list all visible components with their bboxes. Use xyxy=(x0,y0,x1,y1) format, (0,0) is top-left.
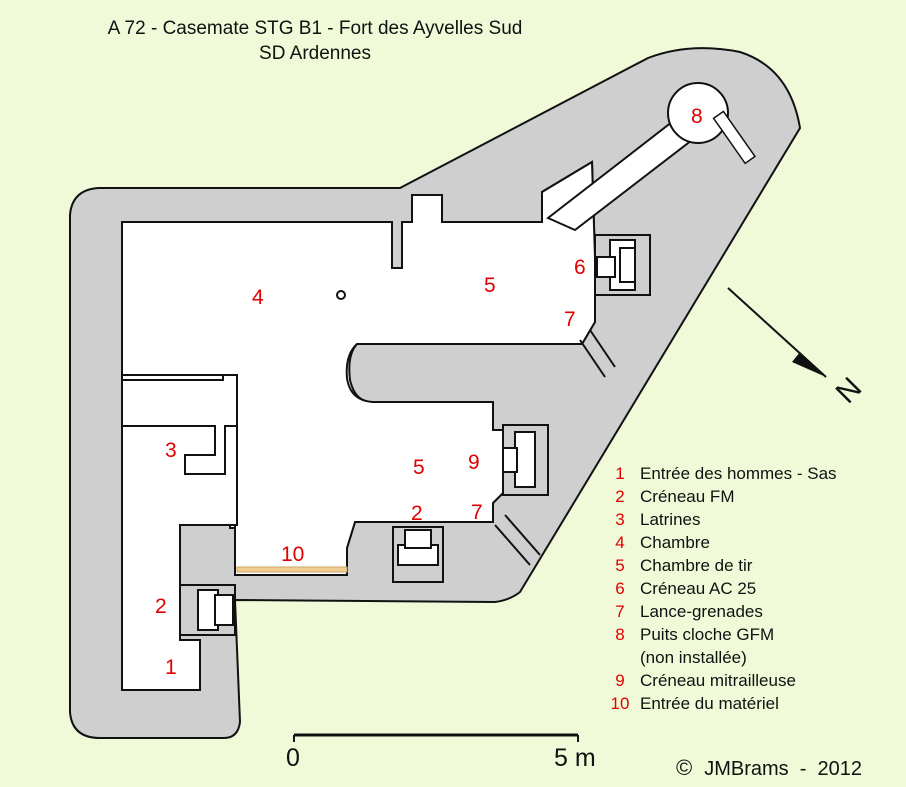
legend-label: Chambre xyxy=(640,532,710,552)
legend-number: 6 xyxy=(615,579,625,599)
bell-pit xyxy=(667,82,729,144)
pillar xyxy=(336,290,346,300)
plan-label-9: 9 xyxy=(468,451,480,474)
plan-label-2-left: 2 xyxy=(155,595,167,618)
copyright: © JMBrams - 2012 xyxy=(676,755,862,781)
legend-item: 4 Chambre xyxy=(600,531,837,554)
legend-item: 10 Entrée du matériel xyxy=(600,693,837,716)
legend-item: 2 Créneau FM xyxy=(600,485,837,508)
legend-item: 7 Lance-grenades xyxy=(600,601,837,624)
plan-label-8: 8 xyxy=(691,105,703,128)
legend-label: Lance-grenades xyxy=(640,602,763,622)
title-line-2: SD Ardennes xyxy=(259,43,371,64)
legend-number: 2 xyxy=(615,486,625,506)
legend-item: (non installée) xyxy=(600,647,837,670)
plan-label-2-right: 2 xyxy=(411,502,423,525)
north-arrow xyxy=(727,287,827,378)
title-line-1: A 72 - Casemate STG B1 - Fort des Ayvell… xyxy=(107,18,523,39)
plan-label-10: 10 xyxy=(281,543,304,566)
plan-title: A 72 - Casemate STG B1 - Fort des Ayvell… xyxy=(70,18,560,65)
copyright-icon: © xyxy=(676,755,693,780)
plan-label-1: 1 xyxy=(165,656,177,679)
grenade-tube-top-a xyxy=(579,339,606,378)
legend-label: (non installée) xyxy=(640,648,747,668)
legend-number: 8 xyxy=(615,625,625,645)
scale-end-label: 5 m xyxy=(554,744,596,772)
left-wing-rooms xyxy=(121,425,238,691)
legend-number: 5 xyxy=(615,555,625,575)
legend-label: Latrines xyxy=(640,509,701,529)
legend-label: Chambre de tir xyxy=(640,555,753,575)
plan-label-5-top: 5 xyxy=(484,274,496,297)
legend-label: Entrée du matériel xyxy=(640,694,779,714)
legend-number: 9 xyxy=(615,671,625,691)
bell-pit-vent xyxy=(712,110,757,165)
north-label: N xyxy=(830,371,869,410)
room-chambre xyxy=(121,160,596,576)
embrasure-6-opening xyxy=(596,256,616,278)
legend-label: Créneau AC 25 xyxy=(640,579,757,599)
legend-label: Créneau FM xyxy=(640,486,735,506)
legend-number: 7 xyxy=(615,602,625,622)
copyright-text: JMBrams - 2012 xyxy=(704,758,863,780)
embrasure-2-right-step2 xyxy=(404,529,432,549)
plan-label-7-bottom: 7 xyxy=(471,501,483,524)
grenade-tube-bottom-b xyxy=(504,514,541,556)
legend-number: 10 xyxy=(610,694,630,714)
legend-number: 4 xyxy=(615,532,625,552)
legend-item: 6 Créneau AC 25 xyxy=(600,577,837,600)
material-entrance xyxy=(236,566,348,573)
grenade-tube-bottom-a xyxy=(494,524,531,566)
embrasure-6-step2 xyxy=(619,247,636,283)
plan-label-7-top: 7 xyxy=(564,308,576,331)
legend-number: 1 xyxy=(615,463,625,483)
grenade-tube-top-b xyxy=(589,329,616,368)
legend-item: 8 Puits cloche GFM xyxy=(600,624,837,647)
legend-item: 1 Entrée des hommes - Sas xyxy=(600,462,837,485)
legend-label: Entrée des hommes - Sas xyxy=(640,463,837,483)
plan-label-5-bottom: 5 xyxy=(413,456,425,479)
plan-label-3: 3 xyxy=(165,439,177,462)
plan-label-4: 4 xyxy=(252,286,264,309)
legend-item: 5 Chambre de tir xyxy=(600,554,837,577)
legend-label: Puits cloche GFM xyxy=(640,625,775,645)
plan-label-6: 6 xyxy=(574,256,586,279)
legend-item: 3 Latrines xyxy=(600,508,837,531)
legend-item: 9 Créneau mitrailleuse xyxy=(600,670,837,693)
embrasure-2-left-step2 xyxy=(214,594,234,626)
legend-number: 3 xyxy=(615,509,625,529)
embrasure-9-opening xyxy=(502,447,518,473)
scale-start-label: 0 xyxy=(286,744,300,772)
legend-label: Créneau mitrailleuse xyxy=(640,671,796,691)
